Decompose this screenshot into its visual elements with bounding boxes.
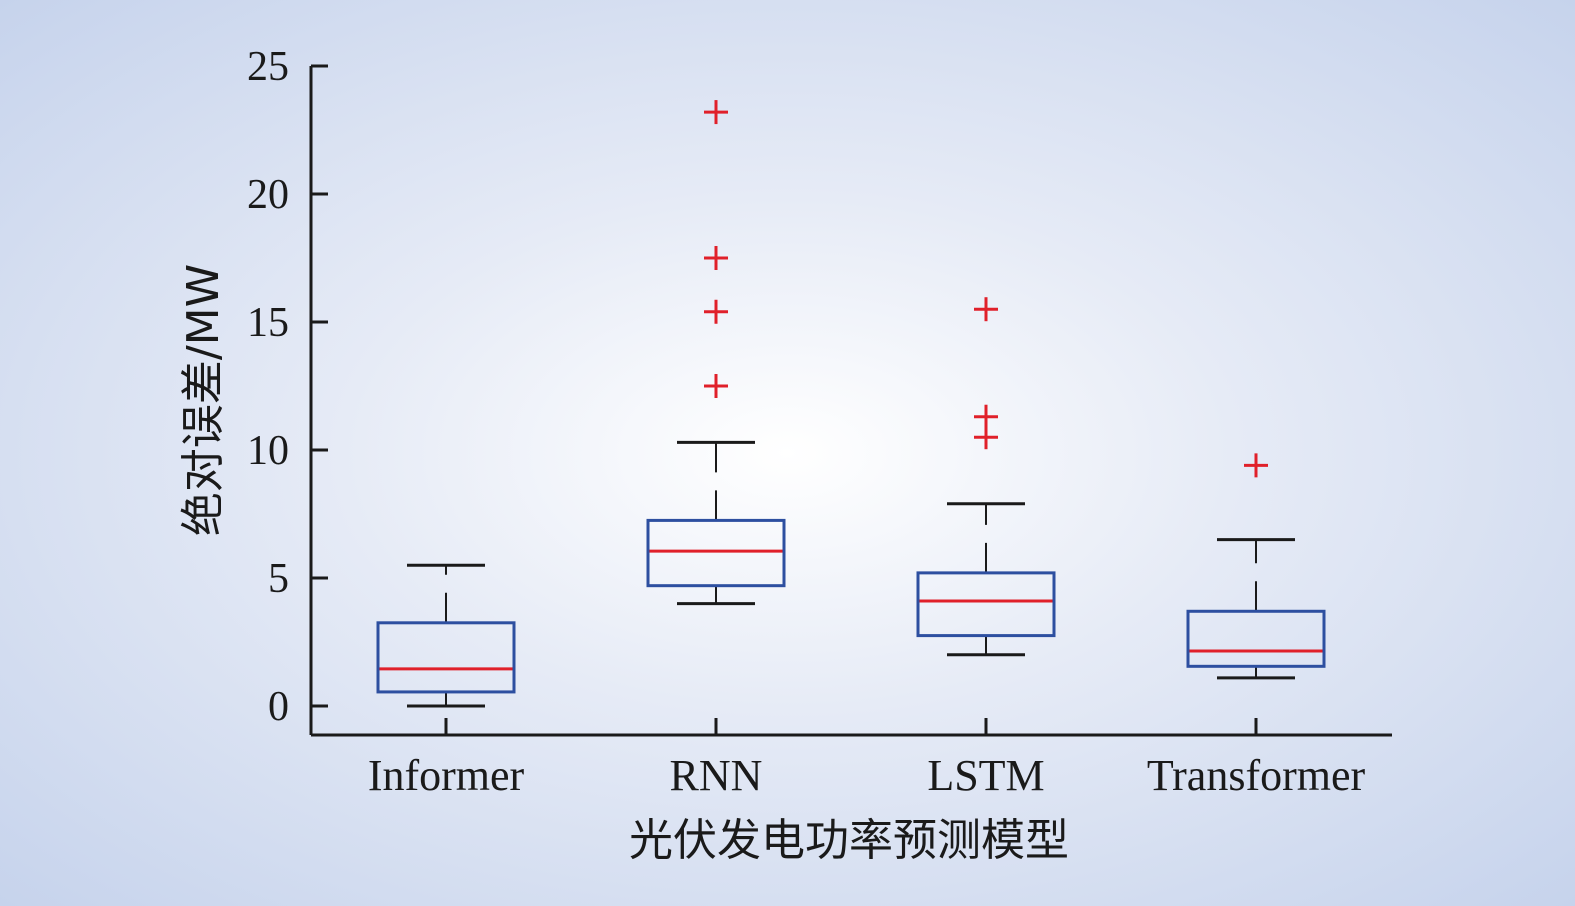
y-axis-title: 绝对误差/MW — [178, 264, 229, 536]
box-lstm — [916, 297, 1056, 657]
y-axis-ticks: 0 5 10 15 20 25 — [247, 44, 328, 730]
outlier-marker — [704, 246, 728, 270]
y-tick-label: 5 — [268, 556, 289, 602]
x-tick-label: Transformer — [1147, 751, 1366, 800]
x-tick-label: RNN — [670, 751, 763, 800]
iqr-box — [376, 621, 516, 694]
y-tick-label: 20 — [247, 172, 289, 218]
x-tick-label: LSTM — [927, 751, 1044, 800]
iqr-box — [1186, 609, 1326, 668]
y-tick-label: 25 — [247, 44, 289, 90]
outlier-marker — [1244, 453, 1268, 478]
iqr-box — [916, 571, 1056, 638]
outlier-marker — [974, 404, 998, 429]
outlier-marker — [974, 297, 998, 322]
outlier-marker — [974, 425, 998, 450]
x-axis-ticks: Informer RNN LSTM Transformer — [368, 718, 1366, 800]
axes — [309, 66, 1392, 737]
y-tick-label: 0 — [268, 684, 289, 730]
box-rnn — [646, 100, 786, 606]
box-informer — [376, 563, 516, 708]
y-tick-label: 15 — [247, 300, 289, 346]
y-tick-label: 10 — [247, 428, 289, 474]
iqr-box — [646, 518, 786, 588]
box-transformer — [1186, 453, 1326, 680]
outlier-marker — [704, 100, 728, 125]
outlier-marker — [704, 299, 728, 324]
boxes — [376, 100, 1326, 708]
x-tick-label: Informer — [368, 751, 525, 800]
x-axis-title: 光伏发电功率预测模型 — [629, 815, 1069, 866]
outlier-marker — [704, 374, 728, 398]
